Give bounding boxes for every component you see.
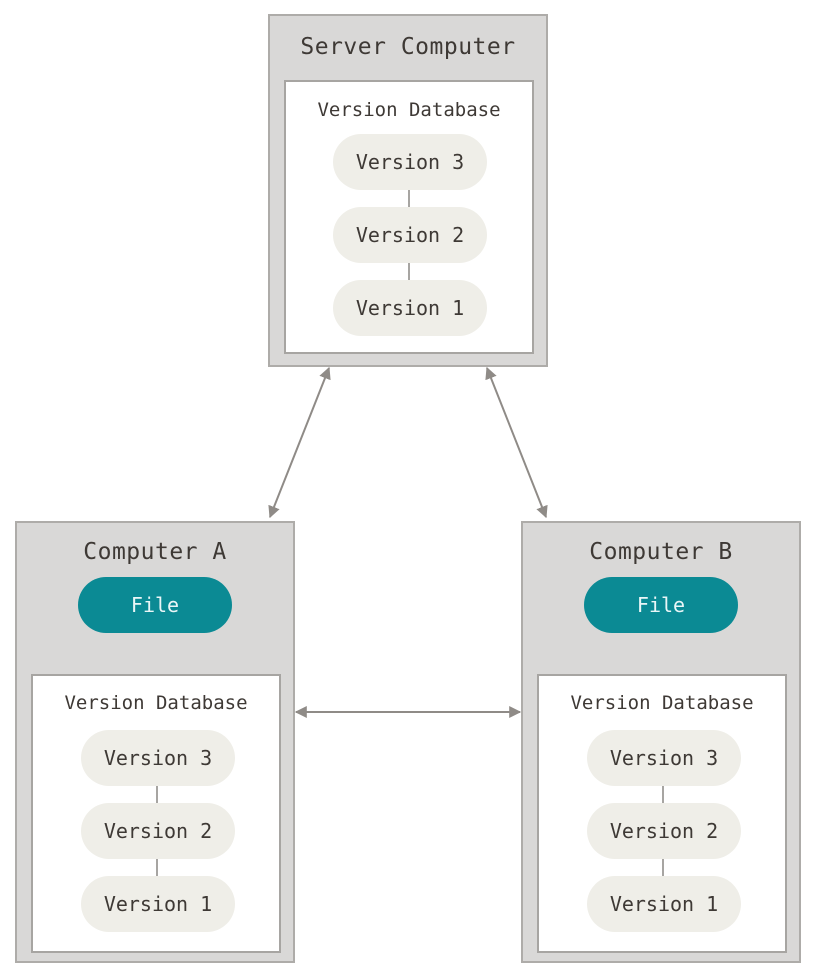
computer-b: Computer B File Version Database Version… xyxy=(521,521,801,963)
server-version-database: Version Database Version 3 Version 2 Ver… xyxy=(284,80,534,354)
arrow-server-to-computer-a xyxy=(268,366,331,519)
version-3-pill: Version 3 xyxy=(81,730,235,786)
computer-a: Computer A File Version Database Version… xyxy=(15,521,295,963)
version-connector xyxy=(156,784,158,804)
version-1-pill: Version 1 xyxy=(81,876,235,932)
computer-b-title: Computer B xyxy=(589,539,733,565)
version-1-pill: Version 1 xyxy=(333,280,487,336)
version-connector xyxy=(408,190,410,210)
version-database-title: Version Database xyxy=(570,692,754,714)
version-3-pill: Version 3 xyxy=(333,134,487,190)
arrow-server-to-computer-b xyxy=(485,366,548,519)
version-connector xyxy=(662,784,664,804)
version-2-pill: Version 2 xyxy=(333,207,487,263)
server-computer-title: Server Computer xyxy=(300,34,516,60)
version-database-title: Version Database xyxy=(317,99,501,121)
version-database-title: Version Database xyxy=(64,692,248,714)
version-connector xyxy=(662,857,664,877)
file-pill: File xyxy=(584,577,738,633)
version-1-pill: Version 1 xyxy=(587,876,741,932)
computer-a-version-database: Version Database Version 3 Version 2 Ver… xyxy=(31,674,281,953)
version-2-pill: Version 2 xyxy=(81,803,235,859)
computer-a-title: Computer A xyxy=(83,539,227,565)
version-2-pill: Version 2 xyxy=(587,803,741,859)
version-connector xyxy=(156,857,158,877)
version-3-pill: Version 3 xyxy=(587,730,741,786)
server-computer: Server Computer Version Database Version… xyxy=(268,14,548,367)
version-connector xyxy=(408,262,410,282)
file-pill: File xyxy=(78,577,232,633)
computer-b-version-database: Version Database Version 3 Version 2 Ver… xyxy=(537,674,787,953)
